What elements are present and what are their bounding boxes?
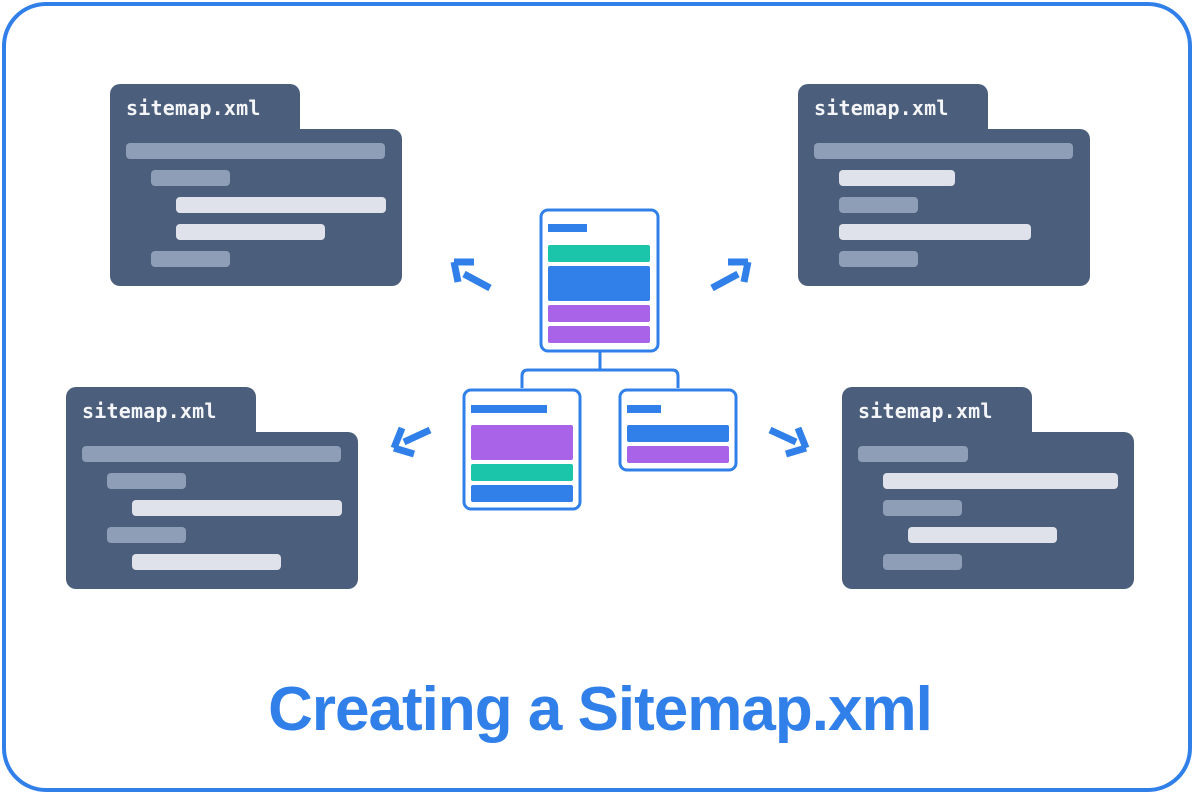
- file-label: sitemap.xml: [814, 96, 949, 120]
- xml-line: [132, 500, 342, 516]
- sitemap-file-top-right: sitemap.xml: [798, 84, 1090, 286]
- sitemap-file-bottom-right: sitemap.xml: [842, 387, 1134, 589]
- xml-line: [151, 251, 230, 267]
- xml-line: [858, 446, 968, 462]
- xml-line: [176, 197, 386, 213]
- xml-line: [839, 224, 1031, 240]
- xml-line: [883, 473, 1118, 489]
- file-label: sitemap.xml: [858, 399, 993, 423]
- xml-line: [107, 473, 186, 489]
- xml-line: [883, 500, 962, 516]
- page-child-left: [462, 388, 582, 511]
- xml-line: [107, 527, 186, 543]
- xml-line: [132, 554, 281, 570]
- page-title: Creating a Sitemap.xml: [268, 675, 933, 744]
- arrow-down-left-icon: [390, 426, 432, 458]
- arrow-down-right-icon: [768, 426, 810, 458]
- xml-line: [908, 527, 1057, 543]
- tree-connector: [520, 352, 680, 388]
- page-child-right: [618, 388, 738, 472]
- page-root: [539, 208, 660, 353]
- arrow-up-right-icon: [710, 258, 752, 292]
- file-label: sitemap.xml: [82, 399, 217, 423]
- xml-line: [814, 143, 1073, 159]
- xml-line: [839, 170, 955, 186]
- xml-line: [839, 197, 918, 213]
- xml-line: [176, 224, 325, 240]
- file-label: sitemap.xml: [126, 96, 261, 120]
- xml-line: [126, 143, 385, 159]
- xml-line: [839, 251, 918, 267]
- xml-line: [82, 446, 341, 462]
- site-tree-diagram: [462, 208, 738, 511]
- xml-line: [883, 554, 962, 570]
- sitemap-file-top-left: sitemap.xml: [110, 84, 402, 286]
- sitemap-file-bottom-left: sitemap.xml: [66, 387, 358, 589]
- arrow-up-left-icon: [450, 258, 492, 292]
- xml-line: [151, 170, 230, 186]
